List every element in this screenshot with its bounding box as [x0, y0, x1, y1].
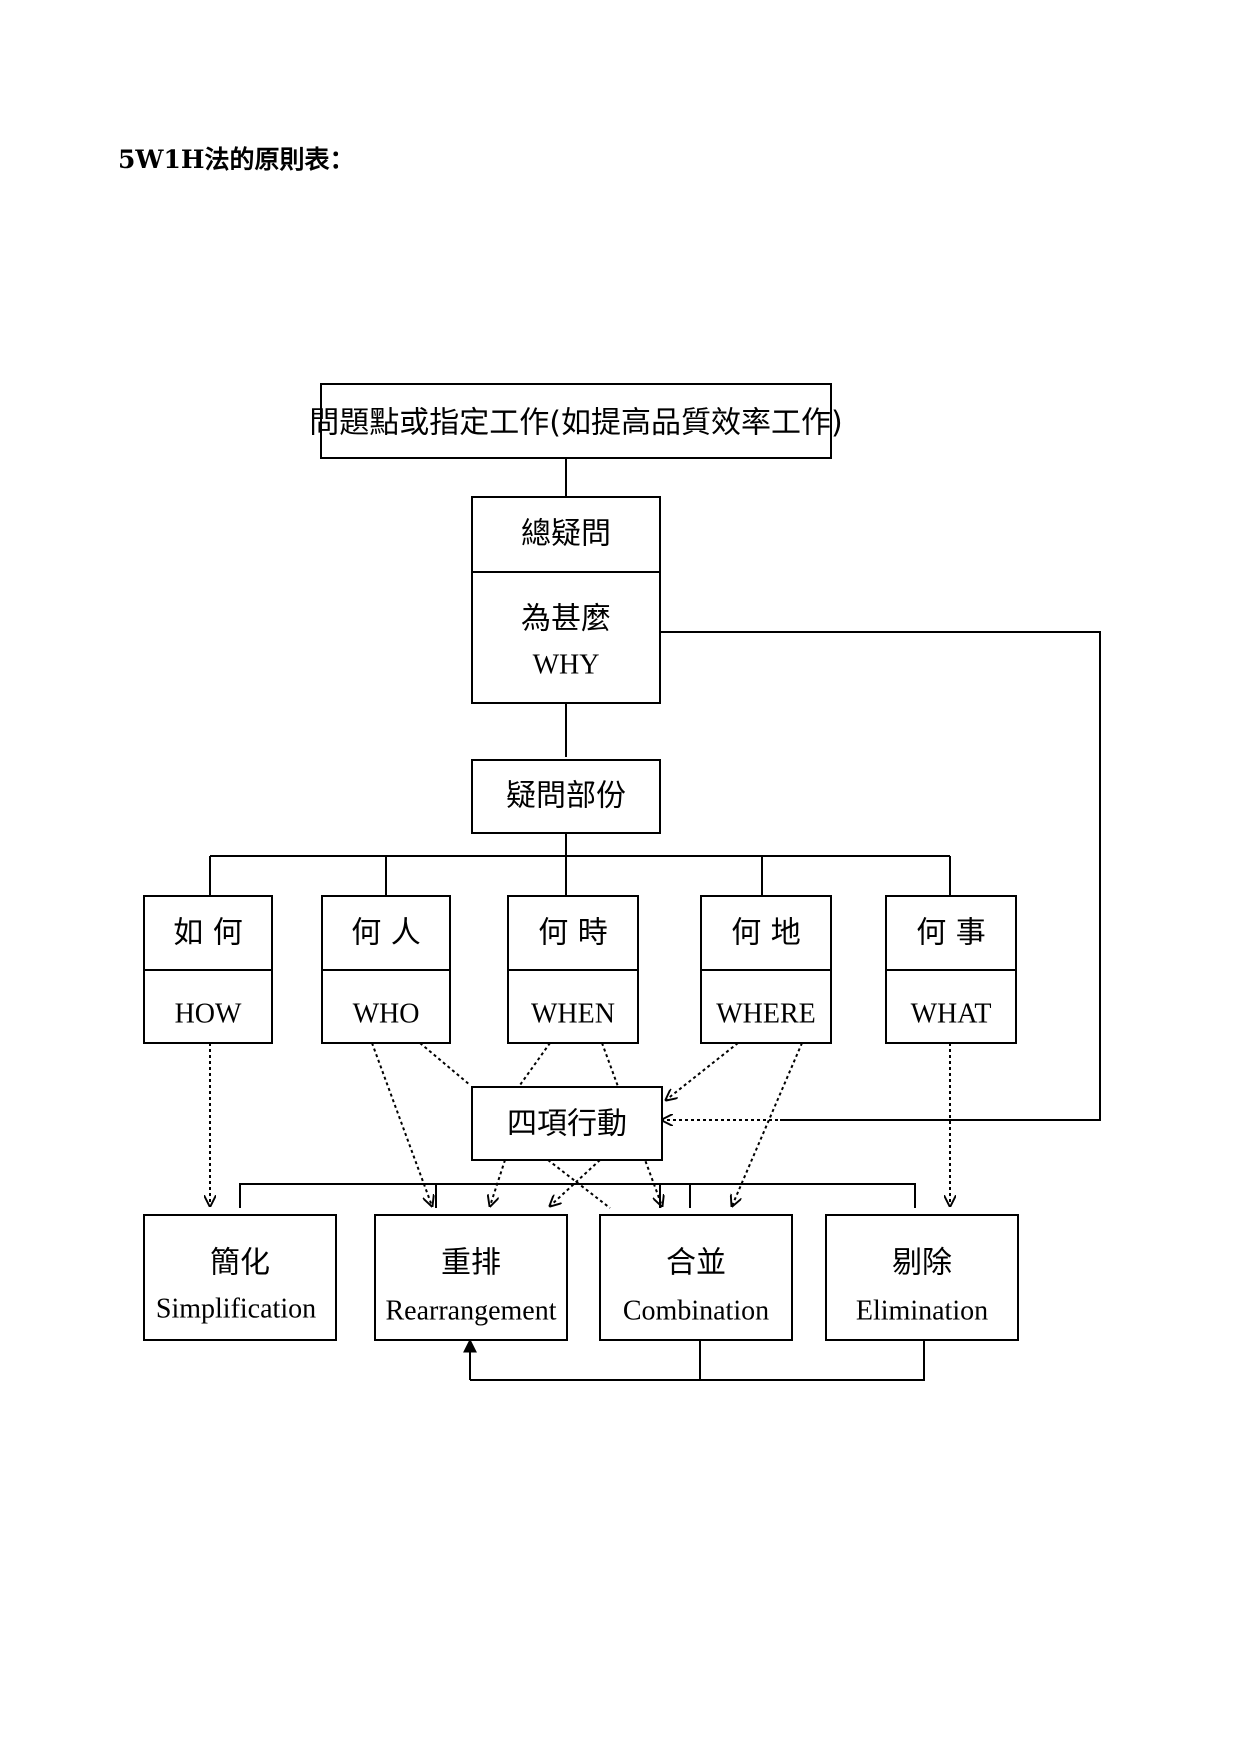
- action-zh: 重排: [441, 1246, 501, 1281]
- question-en: WHEN: [531, 998, 615, 1029]
- action-zh: 剔除: [892, 1246, 952, 1281]
- page-title: 5W1H法的原則表：: [118, 145, 355, 174]
- question-box-what: 何 事 WHAT: [885, 895, 1017, 1044]
- question-box-how: 如 何 HOW: [143, 895, 273, 1044]
- question-box-when: 何 時 WHEN: [507, 895, 639, 1044]
- action-box-combination: 合並 Combination: [599, 1214, 793, 1341]
- action-en: Combination: [623, 1295, 769, 1326]
- action-en: Simplification: [156, 1293, 316, 1324]
- question-zh: 何 地: [731, 916, 801, 951]
- action-en: Rearrangement: [385, 1295, 556, 1326]
- action-zh: 簡化: [210, 1246, 270, 1281]
- question-en: WHERE: [716, 998, 816, 1029]
- top-problem-label: 問題點或指定工作(如提高品質效率工作): [309, 406, 842, 441]
- four-actions-box: 四項行動: [471, 1086, 663, 1161]
- question-box-who: 何 人 WHO: [321, 895, 451, 1044]
- top-problem-box: 問題點或指定工作(如提高品質效率工作): [309, 383, 843, 459]
- question-zh: 何 事: [916, 916, 986, 951]
- question-part-label: 疑問部份: [506, 779, 626, 814]
- question-part-box: 疑問部份: [471, 759, 661, 834]
- question-zh: 如 何: [173, 916, 243, 951]
- action-box-simplification: 簡化 Simplification: [143, 1214, 337, 1341]
- four-actions-label: 四項行動: [507, 1107, 627, 1142]
- connectors: [210, 458, 1101, 1381]
- general-question-box: 總疑問 為甚麼 WHY: [471, 496, 661, 704]
- question-en: WHO: [353, 998, 420, 1029]
- action-box-elimination: 剔除 Elimination: [825, 1214, 1019, 1341]
- question-en: WHAT: [911, 998, 992, 1029]
- question-en: HOW: [175, 998, 242, 1029]
- question-zh: 何 時: [538, 916, 608, 951]
- action-zh: 合並: [666, 1246, 726, 1281]
- question-zh: 何 人: [351, 916, 421, 951]
- why-label-en: WHY: [533, 649, 600, 680]
- why-label-zh: 為甚麼: [521, 602, 611, 637]
- action-en: Elimination: [856, 1295, 988, 1326]
- general-question-header: 總疑問: [521, 517, 611, 552]
- action-box-rearrangement: 重排 Rearrangement: [374, 1214, 568, 1341]
- question-box-where: 何 地 WHERE: [700, 895, 832, 1044]
